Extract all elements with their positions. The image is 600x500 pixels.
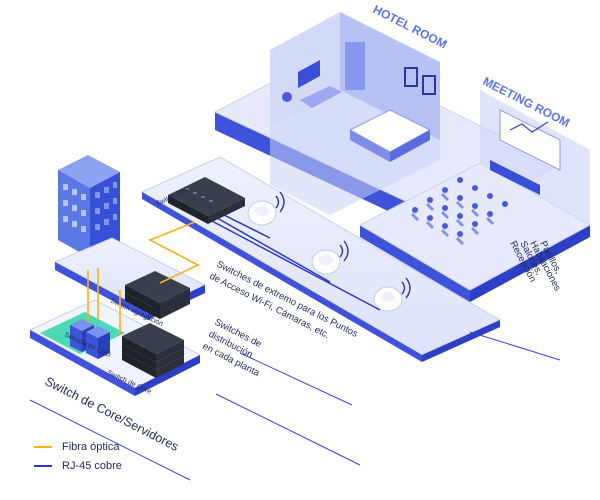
fiber-cable [148, 221, 200, 284]
picture-frame-icon [422, 75, 436, 95]
legend-swatch-fiber [34, 445, 52, 448]
sofa-icon [300, 86, 342, 108]
access-point [311, 240, 349, 275]
distribution-annotation: Switches de distribución en cada planta [201, 317, 361, 466]
poe-switch: Switch PoE [155, 177, 245, 224]
access-point [247, 191, 285, 226]
copper-cable [209, 213, 331, 283]
access-point [373, 277, 411, 312]
meeting-room: MEETING ROOM [358, 74, 592, 302]
legend: Fibra óptica RJ-45 cobre [34, 437, 122, 475]
audience-chairs [410, 192, 495, 246]
legend-label: RJ-45 cobre [62, 459, 122, 472]
shelf-icon [345, 42, 365, 90]
audience-seats [412, 177, 508, 237]
copper-cable [209, 219, 381, 311]
legend-swatch-copper [34, 464, 52, 467]
speaker-table [490, 160, 540, 195]
picture-frame-icon [404, 67, 418, 87]
cpd-servers: Servidores CPD [63, 319, 112, 359]
legend-item-copper: RJ-45 cobre [34, 456, 122, 475]
legend-label: Fibra óptica [62, 440, 120, 453]
tv-icon [298, 60, 320, 88]
building-icon [58, 155, 120, 258]
presentation-screen [499, 109, 561, 171]
plant-icon [282, 92, 292, 102]
fiber-links [87, 221, 200, 335]
legend-item-fiber: Fibra óptica [34, 437, 122, 456]
